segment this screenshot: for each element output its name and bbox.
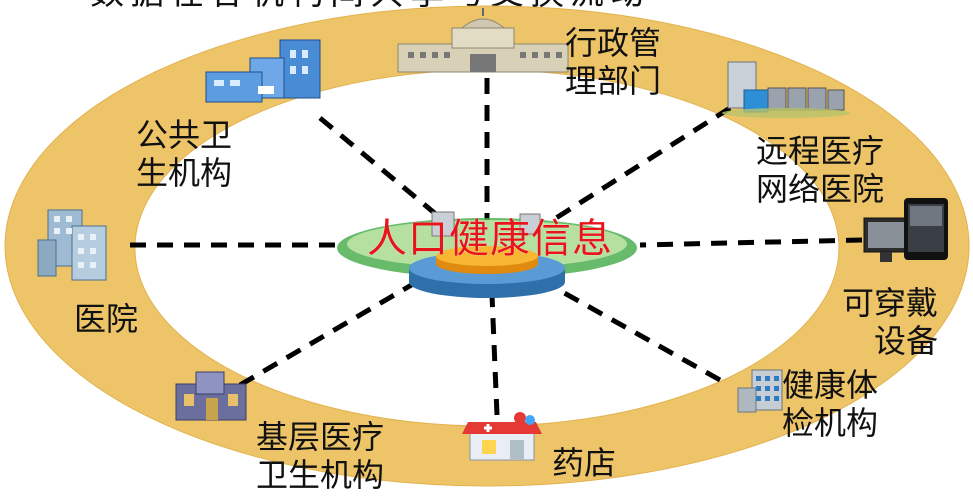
node-hospital-label: 医院 [74,300,138,338]
connector-remote [543,105,732,228]
node-checkup-line2: 检机构 [782,404,879,442]
pharmacy-store-icon [462,412,542,461]
connector-pharmacy [489,294,500,416]
center-title: 人口健康信息 [367,216,613,262]
node-checkup-label: 健康体 检机构 [782,366,878,442]
government-building-icon [397,8,569,73]
node-remote-line1: 远程医疗 [756,132,885,170]
node-pharmacy-line1: 药店 [552,444,617,482]
hospital-building-icon [37,209,107,281]
top-partial-caption: 数据在各机构间共享与交换流动 [90,0,850,10]
node-primary-line1: 基层医疗 [256,418,385,456]
public-health-building-icon [205,39,321,103]
node-remote-line2: 网络医院 [756,170,885,208]
office-building-icon [737,369,783,413]
connector-checkup [548,282,722,383]
node-wearable-line1: 可穿戴 [842,284,939,322]
node-public-label: 公共卫 生机构 [136,116,232,192]
node-primary-label: 基层医疗 卫生机构 [256,418,384,494]
node-admin-line2: 理部门 [565,62,662,100]
node-primary-line2: 卫生机构 [256,456,385,494]
node-wearable-label: 可穿戴 设备 [842,284,938,360]
node-admin-line1: 行政管 [565,24,662,62]
server-datacenter-icon [722,61,850,118]
node-public-line1: 公共卫 [136,116,233,154]
connector-wearable [639,237,863,248]
computer-tablet-icon [863,198,948,262]
database-platform-icon [337,211,637,298]
node-remote-label: 远程医疗 网络医院 [756,132,884,208]
node-hospital-line1: 医院 [74,300,139,338]
node-admin-label: 行政管 理部门 [565,24,661,100]
connector-public [318,116,457,232]
connector-lines [130,78,863,416]
connector-primary [238,277,422,388]
clinic-building-icon [175,371,247,421]
node-public-line2: 生机构 [136,154,233,192]
node-pharmacy-label: 药店 [552,444,616,482]
node-checkup-line1: 健康体 [782,366,879,404]
node-wearable-line2: 设备 [874,322,939,360]
